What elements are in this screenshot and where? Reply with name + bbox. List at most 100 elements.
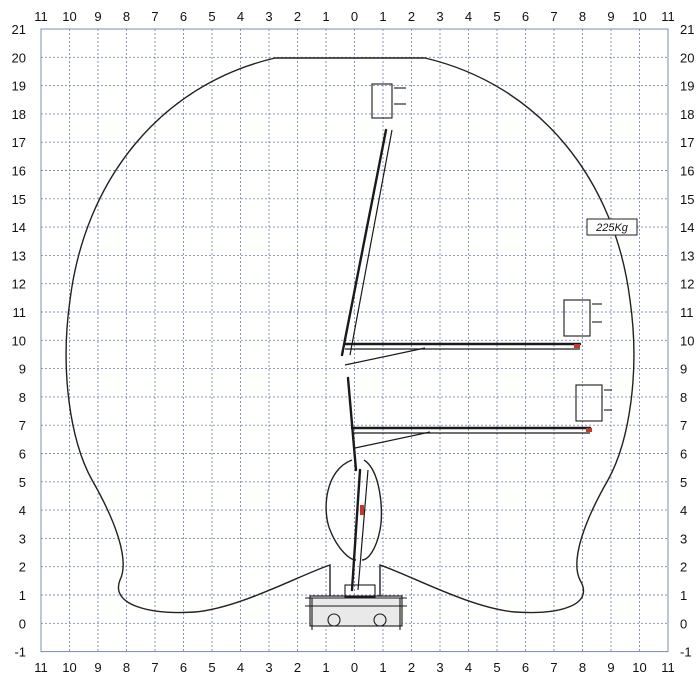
x-tick-label: 2 — [408, 660, 415, 675]
x-tick-label: 0 — [351, 9, 358, 24]
y-tick-label: 21 — [680, 22, 694, 37]
y-tick-label: 4 — [680, 503, 687, 518]
y-tick-label: 3 — [680, 531, 687, 546]
boom-horizontal-upper — [343, 299, 602, 366]
y-tick-label: 20 — [680, 50, 694, 65]
x-tick-label: 6 — [522, 9, 529, 24]
x-tick-label: 11 — [34, 9, 48, 24]
x-tick-label: 1 — [379, 9, 386, 24]
x-tick-label: 2 — [294, 9, 301, 24]
y-tick-label: 9 — [19, 362, 26, 377]
x-tick-label: 5 — [493, 660, 500, 675]
grid-frame — [40, 28, 669, 653]
x-tick-label: 2 — [294, 660, 301, 675]
y-tick-label: 13 — [12, 248, 26, 263]
y-tick-label: 11 — [680, 305, 694, 320]
x-tick-label: 9 — [607, 660, 614, 675]
y-tick-label: -1 — [680, 645, 692, 660]
chassis-body — [309, 595, 403, 627]
boom-extended-vertical — [340, 83, 406, 592]
y-tick-label: 0 — [19, 616, 26, 631]
x-tick-label: 11 — [34, 660, 48, 675]
y-tick-label: 21 — [12, 22, 26, 37]
y-tick-label: 18 — [680, 107, 694, 122]
x-tick-label: 5 — [493, 9, 500, 24]
x-tick-label: 6 — [180, 660, 187, 675]
chassis — [305, 584, 407, 630]
x-tick-label: 4 — [237, 9, 244, 24]
load-label-text: 225Kg — [595, 222, 629, 234]
x-tick-label: 9 — [94, 9, 101, 24]
y-tick-label: 8 — [19, 390, 26, 405]
x-tick-label: 11 — [661, 9, 675, 24]
y-tick-label: 16 — [680, 164, 694, 179]
y-tick-label: 5 — [19, 475, 26, 490]
x-tick-label: 8 — [123, 9, 130, 24]
x-tick-label: 6 — [180, 9, 187, 24]
x-tick-label: 3 — [436, 660, 443, 675]
y-tick-label: 2 — [680, 560, 687, 575]
x-tick-label: 3 — [265, 660, 272, 675]
y-tick-label: 7 — [680, 418, 687, 433]
y-tick-label: 19 — [12, 79, 26, 94]
y-tick-label: 3 — [19, 531, 26, 546]
x-tick-label: 3 — [265, 9, 272, 24]
y-tick-label: 4 — [19, 503, 26, 518]
y-tick-label: 10 — [680, 333, 694, 348]
y-tick-label: 8 — [680, 390, 687, 405]
x-tick-label: 10 — [62, 660, 76, 675]
basket-upper — [563, 299, 591, 337]
boom-horizontal-lower — [347, 379, 612, 449]
y-tick-label: 0 — [680, 616, 687, 631]
x-tick-label: 10 — [62, 9, 76, 24]
y-tick-label: 20 — [12, 50, 26, 65]
y-tick-label: 15 — [12, 192, 26, 207]
y-tick-label: 17 — [12, 135, 26, 150]
x-tick-label: 10 — [632, 660, 646, 675]
x-tick-label: 4 — [237, 660, 244, 675]
x-tick-label: 1 — [379, 660, 386, 675]
x-tick-label: 8 — [579, 9, 586, 24]
y-tick-label: 5 — [680, 475, 687, 490]
y-tick-label: 6 — [680, 447, 687, 462]
y-tick-label: 19 — [680, 79, 694, 94]
basket-lower — [575, 384, 603, 422]
x-tick-label: 5 — [208, 660, 215, 675]
x-tick-label: 9 — [94, 660, 101, 675]
x-tick-label: 3 — [436, 9, 443, 24]
x-tick-label: 1 — [322, 9, 329, 24]
inner-excluded-zone — [325, 459, 383, 561]
y-tick-label: 2 — [19, 560, 26, 575]
y-tick-label: 13 — [680, 248, 694, 263]
y-tick-label: -1 — [14, 645, 26, 660]
x-tick-label: 4 — [465, 9, 472, 24]
x-tick-label: 9 — [607, 9, 614, 24]
y-tick-label: 17 — [680, 135, 694, 150]
y-tick-label: 16 — [12, 164, 26, 179]
x-tick-label: 10 — [632, 9, 646, 24]
x-tick-label: 11 — [661, 660, 675, 675]
y-tick-label: 6 — [19, 447, 26, 462]
y-tick-label: 9 — [680, 362, 687, 377]
x-tick-label: 0 — [351, 660, 358, 675]
y-tick-label: 1 — [680, 588, 687, 603]
x-tick-label: 7 — [151, 9, 158, 24]
x-tick-label: 5 — [208, 9, 215, 24]
x-tick-label: 8 — [123, 660, 130, 675]
y-tick-label: 15 — [680, 192, 694, 207]
x-tick-label: 7 — [550, 660, 557, 675]
x-tick-label: 4 — [465, 660, 472, 675]
y-tick-label: 14 — [680, 220, 694, 235]
x-tick-label: 7 — [151, 660, 158, 675]
y-tick-label: 14 — [12, 220, 26, 235]
x-tick-label: 6 — [522, 660, 529, 675]
y-tick-label: 1 — [19, 588, 26, 603]
basket-top — [371, 83, 393, 119]
x-tick-label: 2 — [408, 9, 415, 24]
y-tick-label: 18 — [12, 107, 26, 122]
